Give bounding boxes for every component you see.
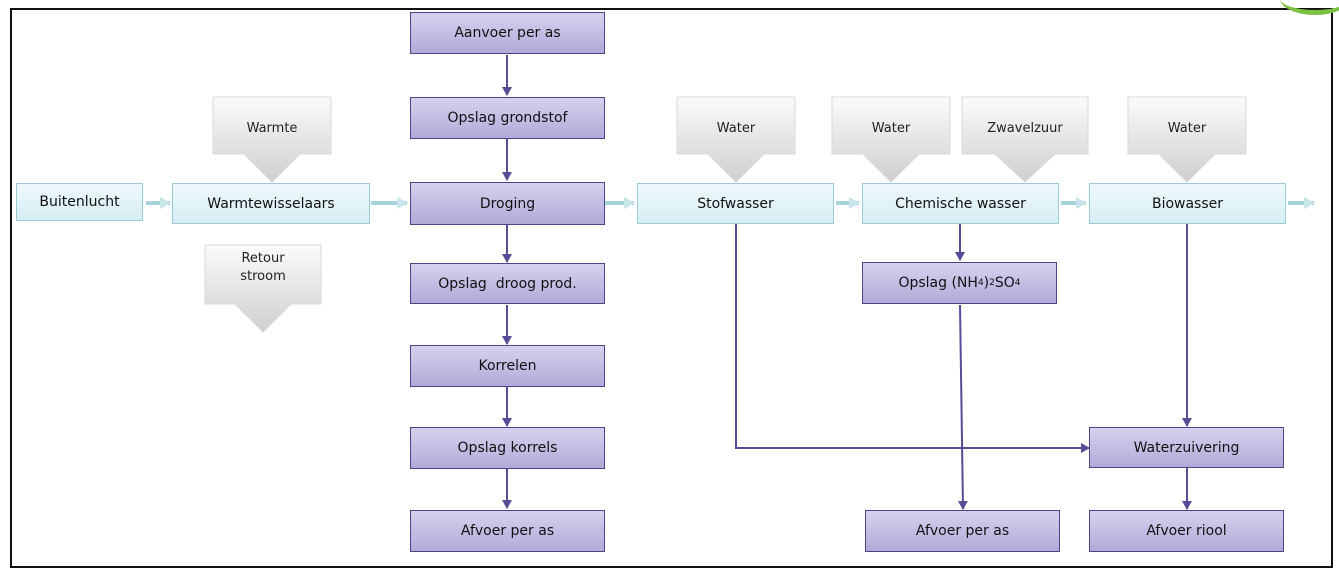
arrow-stof-waterzuivering [735,224,1090,453]
node-warmtewisselaars: Warmtewisselaars [172,183,370,224]
logo-swoosh-icon [1280,0,1339,15]
input-water-chemisch: Water [831,96,951,184]
node-opslag-grondstof: Opslag grondstof [410,97,605,139]
so4-sub-4: 4 [1014,278,1021,288]
input-zwavelzuur-arrow-icon [961,96,1089,183]
retour-stroom-arrow-icon [204,244,322,333]
nh4-label-part1: Opslag (NH [898,275,978,291]
node-biowasser: Biowasser [1089,183,1286,224]
node-chemische-wasser: Chemische wasser [862,183,1059,224]
input-zwavelzuur: Zwavelzuur [961,96,1089,184]
nh4-sub-4: 4 [977,278,984,288]
input-water-bio: Water [1127,96,1247,184]
node-afvoer-per-as-2: Afvoer per as [865,510,1060,552]
node-korrelen: Korrelen [410,345,605,387]
node-afvoer-per-as-1: Afvoer per as [410,510,605,552]
input-water-2-label: Water [871,121,911,136]
input-water-stofwasser: Water [676,96,796,184]
input-water-3-label: Water [1167,121,1207,136]
input-water-1-label: Water [716,121,756,136]
flow-arrows [146,55,1315,510]
nh4-label-part2: ) [983,275,990,291]
node-opslag-korrels: Opslag korrels [410,427,605,469]
arrow-opslagnh4-afvoer [957,304,968,510]
input-water-3-arrow-icon [1127,96,1247,183]
output-retour-stroom: Retour stroom [204,244,322,334]
node-afvoer-riool: Afvoer riool [1089,510,1284,552]
node-waterzuivering: Waterzuivering [1089,427,1284,468]
node-opslag-droog-label: Opslag droog prod. [438,275,577,292]
retour-label-line2: stroom [240,269,286,284]
input-zwavelzuur-label: Zwavelzuur [987,121,1063,136]
node-droging: Droging [410,182,605,225]
input-water-1-arrow-icon [676,96,796,183]
retour-label-line1: Retour [241,251,285,266]
node-opslag-droog-prod: Opslag droog prod. [410,263,605,304]
node-aanvoer-per-as: Aanvoer per as [410,12,605,54]
nh4-sub-2: 2 [989,278,995,288]
node-stofwasser: Stofwasser [637,183,834,224]
node-buitenlucht: Buitenlucht [16,183,143,221]
input-warmte-label: Warmte [246,121,298,136]
input-warmte: Warmte [212,96,332,184]
input-warmte-arrow-icon [212,96,332,183]
nh4-label-part3: SO [994,275,1015,291]
input-water-2-arrow-icon [831,96,951,183]
